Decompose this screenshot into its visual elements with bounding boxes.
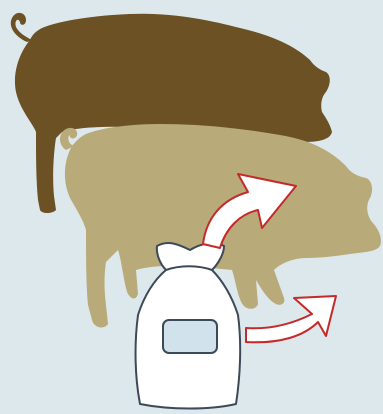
sack-label (163, 320, 217, 353)
